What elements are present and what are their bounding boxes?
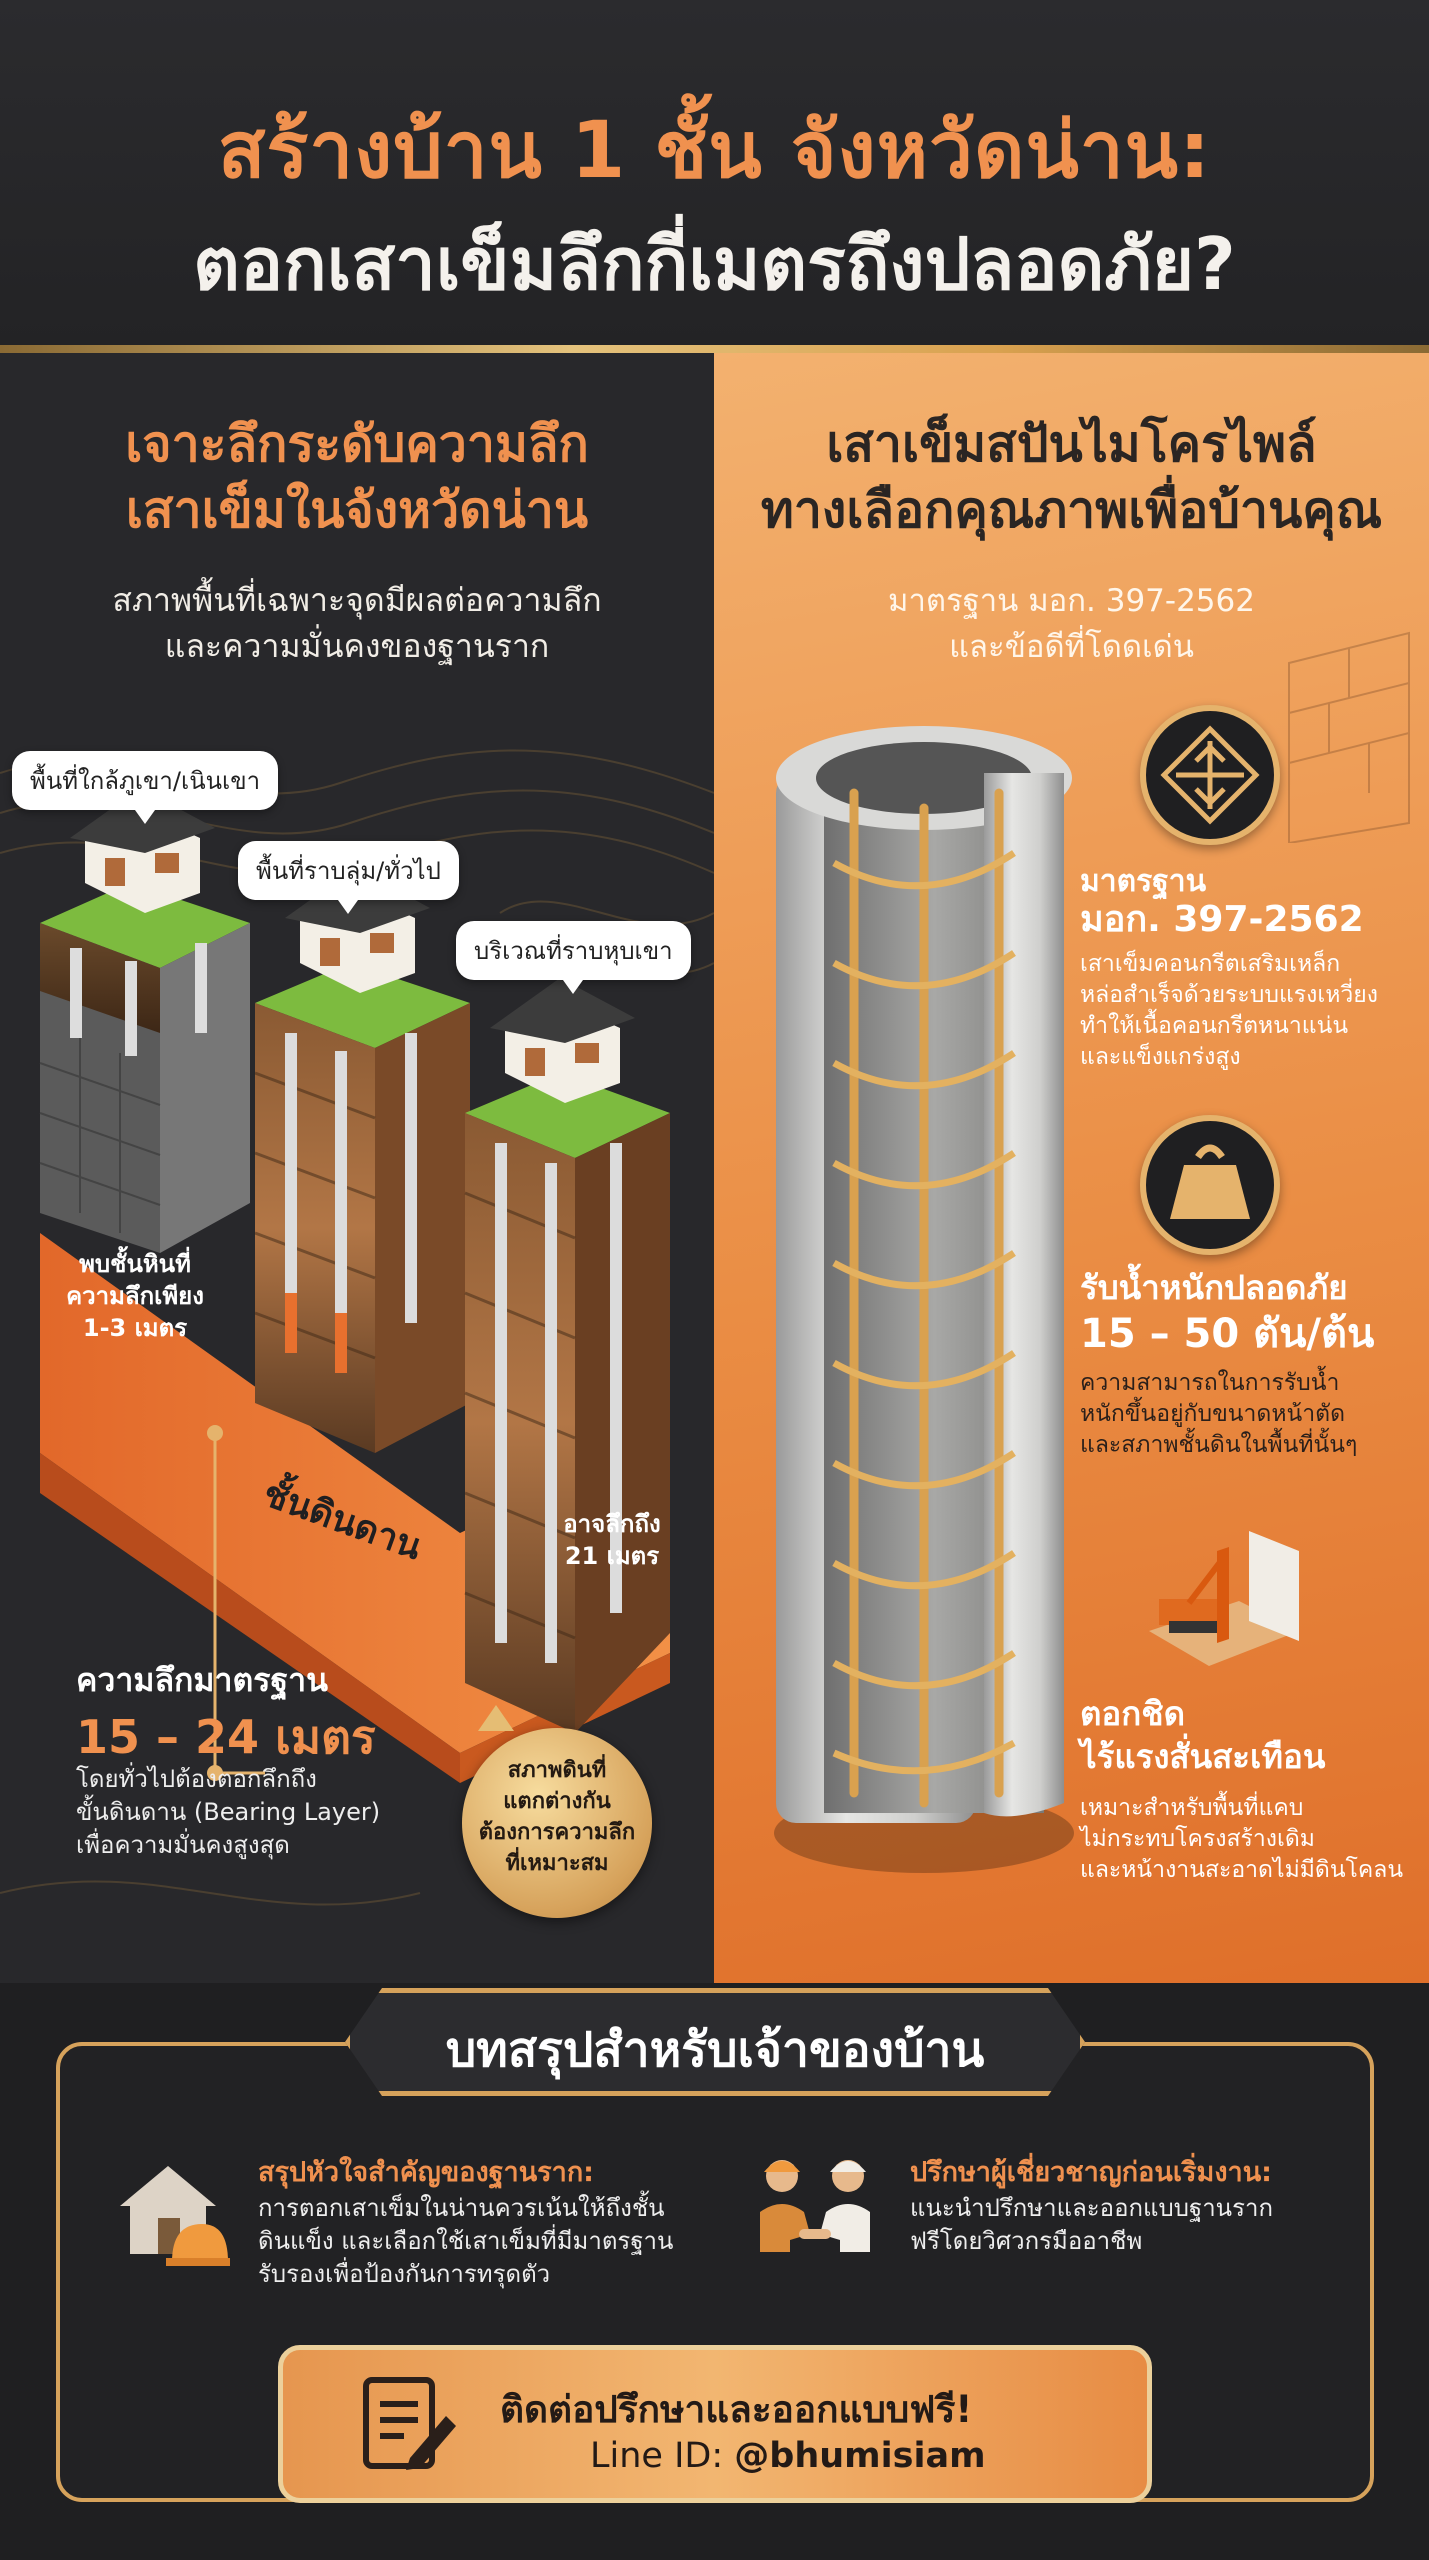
cta-line-id: Line ID: @bhumisiam: [590, 2436, 986, 2476]
left-sub-line2: และความมั่นคงของฐานราก: [164, 627, 550, 665]
document-pen-icon: [363, 2377, 456, 2470]
header-divider: [0, 345, 1429, 353]
feature-load-desc: ความสามารถในการรับน้ำ หนักขึ้นอยู่กับขนา…: [1080, 1370, 1358, 1458]
right-sub-line1: มาตรฐาน มอก. 397-2562: [888, 583, 1255, 619]
standard-depth-value: 15 – 24 เมตร: [76, 1710, 376, 1764]
deep-depth-note: อาจลึกถึง 21 เมตร: [563, 1510, 661, 1570]
line-id-value[interactable]: @bhumisiam: [734, 2436, 986, 2476]
page-title-line1: สร้างบ้าน 1 ชั้น จังหวัดน่าน:: [217, 106, 1212, 196]
summary-right-desc: แนะนำปรึกษาและออกแบบฐานราก ฟรีโดยวิศวกรม…: [910, 2194, 1273, 2255]
soil-profile-illustration: [39, 788, 670, 1783]
left-heading-line1: เจาะลึกระดับความลึก: [125, 415, 589, 473]
badge-pointer: [478, 1705, 514, 1731]
cta-title: ติดต่อปรึกษาและออกแบบฟรี!: [500, 2388, 973, 2431]
callout-mountain: พื้นที่ใกล้ภูเขา/เนินเขา: [12, 751, 279, 824]
left-sub-line1: สภาพพื้นที่เฉพาะจุดมีผลต่อความลึก: [112, 581, 602, 619]
header: สร้างบ้าน 1 ชั้น จังหวัดน่าน: ตอกเสาเข็ม…: [0, 0, 1429, 345]
weight-icon: [1140, 1115, 1280, 1255]
feature-quiet-title1: ตอกชิด: [1080, 1694, 1186, 1733]
feature-quiet-title2: ไร้แรงสั่นสะเทือน: [1080, 1737, 1326, 1776]
summary-left-desc: การตอกเสาเข็มในน่านควรเน้นให้ถึงชั้น ดิน…: [258, 2194, 674, 2288]
engineers-handshake-icon: [760, 2160, 870, 2252]
page-title-line2: ตอกเสาเข็มลึกกี่เมตรถึงปลอดภัย?: [193, 222, 1236, 306]
feature-standard-desc: เสาเข็มคอนกรีตเสริมเหล็ก หล่อสำเร็จด้วยร…: [1080, 951, 1379, 1070]
house-helmet-icon: [120, 2166, 230, 2266]
right-heading-line1: เสาเข็มสปันไมโครไพล์: [826, 415, 1317, 473]
summary-banner: [345, 1988, 1085, 2096]
standard-depth-title: ความลึกมาตรฐาน: [76, 1661, 328, 1699]
feature-quiet-desc: เหมาะสำหรับพื้นที่แคบ ไม่กระทบโครงสร้างเ…: [1080, 1795, 1404, 1883]
feature-standard-title2: มอก. 397-2562: [1080, 899, 1364, 940]
rock-layer-note: พบชั้นหินที่ ความลึกเพียง 1-3 เมตร: [66, 1250, 204, 1342]
feature-load-title2: 15 – 50 ตัน/ต้น: [1080, 1311, 1375, 1357]
soil-difference-badge: [462, 1728, 652, 1918]
right-panel: เสาเข็มสปันไมโครไพล์ ทางเลือกคุณภาพเพื่อ…: [714, 353, 1429, 1983]
background-wall-sketch: [1288, 631, 1410, 843]
summary-left-title: สรุปหัวใจสำคัญของฐานราก:: [258, 2157, 594, 2188]
callout-valley: บริเวณที่ราบหุบเขา: [456, 921, 691, 994]
summary-banner-title: บทสรุปสำหรับเจ้าของบ้าน: [445, 2022, 985, 2078]
callout-lowland: พื้นที่ราบลุ่ม/ทั่วไป: [238, 841, 459, 914]
compass-emblem-icon: [1140, 705, 1280, 845]
standard-depth-desc: โดยทั่วไปต้องตอกลึกถึง ขั้นดินดาน (Beari…: [76, 1765, 381, 1859]
feature-load-title1: รับน้ำหนักปลอดภัย: [1080, 1268, 1348, 1307]
feature-standard-title1: มาตรฐาน: [1080, 864, 1207, 899]
contact-cta-button[interactable]: [278, 2345, 1152, 2503]
pile-driver-icon: [1149, 1531, 1299, 1666]
left-heading-line2: เสาเข็มในจังหวัดน่าน: [125, 481, 589, 539]
left-panel: เจาะลึกระดับความลึก เสาเข็มในจังหวัดน่าน…: [0, 353, 714, 1983]
spun-micropile-illustration: [774, 726, 1074, 1873]
summary-right-title: ปรึกษาผู้เชี่ยวชาญก่อนเริ่มงาน:: [910, 2157, 1272, 2188]
right-heading-line2: ทางเลือกคุณภาพเพื่อบ้านคุณ: [760, 481, 1383, 539]
badge-text: สภาพดินที่ แตกต่างกัน ต้องการความลึก ที่…: [478, 1758, 636, 1876]
right-sub-line2: และข้อดีที่โดดเด่น: [949, 629, 1194, 665]
